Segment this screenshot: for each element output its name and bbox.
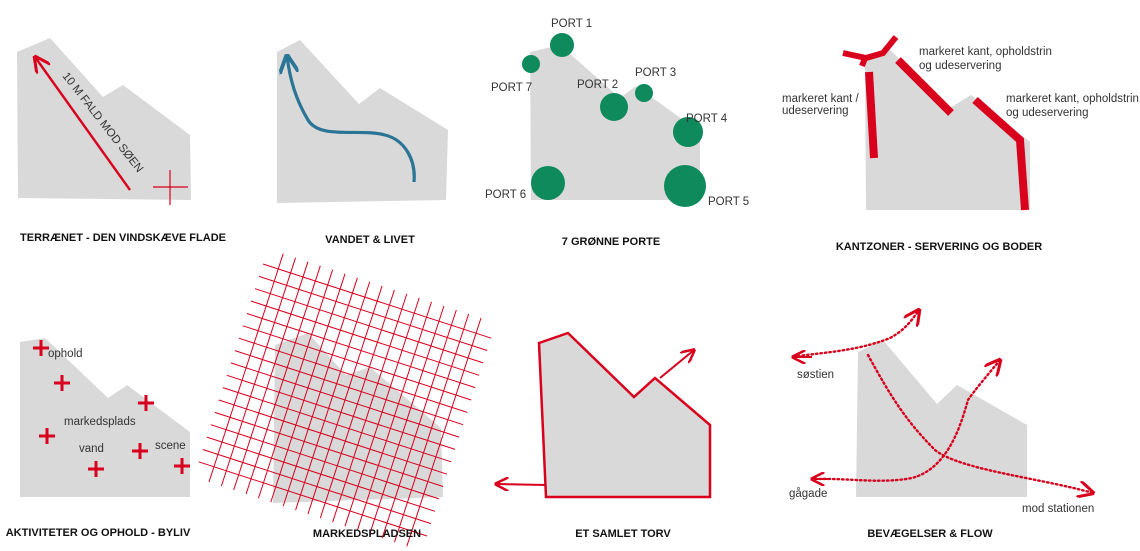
grid-line [369, 305, 445, 535]
grid-line [394, 313, 470, 543]
grid-line [210, 424, 440, 500]
ophold-label: ophold [48, 348, 83, 360]
port-6-label: PORT 6 [485, 189, 526, 201]
markedsplads-label: markedsplads [64, 416, 136, 428]
panel-edges: markeret kant / udeservering markeret ka… [782, 35, 1140, 253]
edge-left-label: markeret kant / udeservering [782, 93, 862, 117]
flow-path-sostien [796, 310, 919, 358]
activity-plus-marker [132, 443, 148, 459]
site-shape [277, 40, 448, 203]
grid-line [214, 411, 444, 487]
square-arrow-west [496, 484, 547, 485]
panel-caption: TERRÆNET - DEN VINDSKÆVE FLADE [20, 232, 226, 244]
panel-activities: ophold markedsplads vand scene AKTIVITET… [6, 338, 191, 539]
mod-stationen-label: mod stationen [1022, 503, 1094, 515]
panel-caption: ET SAMLET TORV [575, 528, 671, 540]
site-shape [865, 50, 1030, 210]
square-arrow-northeast [659, 350, 694, 379]
grid-line [218, 399, 448, 475]
activity-markers [33, 340, 190, 477]
flow-paths [796, 310, 1093, 493]
activity-plus-marker [88, 461, 104, 477]
site-shape [530, 45, 700, 200]
grid-line [381, 309, 457, 539]
panel-water: VANDET & LIVET [277, 40, 448, 246]
panel-flow: søstien gågade mod stationen BEVÆGELSER … [789, 310, 1094, 540]
activity-plus-marker [33, 340, 49, 356]
scene-label: scene [155, 440, 186, 452]
site-shape [17, 38, 191, 200]
port-7-label: PORT 7 [491, 82, 532, 94]
port-1-label: PORT 1 [551, 18, 592, 30]
port-2-gate [600, 93, 628, 121]
activity-plus-marker [138, 395, 154, 411]
gagade-label: gågade [789, 488, 827, 500]
grid-line [319, 289, 395, 519]
grid-line [332, 293, 408, 523]
entrance-y-marker [842, 35, 899, 62]
site-outline [537, 331, 712, 499]
edge-right-label: markeret kant, opholdstrin og udeserveri… [1006, 93, 1140, 119]
panel-terrain: 10 M FALD MOD SØEN TERRÆNET - DEN VINDSK… [17, 38, 226, 244]
port-5-gate [664, 165, 706, 207]
activity-plus-marker [174, 458, 190, 474]
port-6-gate [531, 166, 565, 200]
entrance-y-stem [859, 56, 868, 68]
vand-label: vand [79, 443, 104, 455]
flow-path-gagade [813, 360, 1000, 482]
panel-caption: VANDET & LIVET [325, 234, 415, 246]
slope-arrow [35, 57, 131, 191]
port-3-gate [635, 84, 653, 102]
edge-left [865, 71, 878, 159]
port-5-label: PORT 5 [708, 196, 749, 208]
panel-caption: KANTZONER - SERVERING OG BODER [836, 241, 1042, 253]
panel-caption: BEVÆGELSER & FLOW [867, 528, 993, 540]
water-stream-arrow [287, 56, 416, 183]
edge-top [895, 57, 954, 116]
grid-line [202, 449, 432, 525]
port-3-label: PORT 3 [635, 67, 676, 79]
panel-gates: PORT 1 PORT 2 PORT 3 PORT 4 PORT 5 PORT … [485, 18, 749, 248]
port-4-gate [673, 117, 703, 147]
panel-caption: AKTIVITETER OG OPHOLD - BYLIV [6, 527, 191, 539]
panel-caption: 7 GRØNNE PORTE [562, 236, 660, 248]
market-grid [198, 253, 492, 547]
grid-line [356, 301, 432, 531]
grid-line [406, 317, 482, 547]
port-7-gate [522, 55, 540, 73]
flow-path-station [866, 353, 1093, 493]
edge-right [972, 97, 1029, 211]
grid-line [230, 362, 460, 438]
port-1-gate [550, 33, 574, 57]
panel-market: MARKEDSPLADSEN [198, 253, 492, 547]
sostien-label: søstien [797, 369, 834, 381]
port-2-label: PORT 2 [577, 79, 618, 91]
activity-plus-marker [39, 428, 55, 444]
activity-plus-marker [54, 375, 70, 391]
port-4-label: PORT 4 [686, 113, 728, 125]
panel-caption: MARKEDSPLADSEN [313, 528, 421, 540]
panel-square: ET SAMLET TORV [496, 331, 712, 540]
site-shape [856, 340, 1027, 497]
edge-top-label: markeret kant, opholdstrin og udeserveri… [919, 46, 1055, 72]
grid-line [226, 374, 456, 450]
grid-line [198, 461, 428, 537]
grid-line [344, 297, 420, 527]
grid-line [206, 436, 436, 512]
grid-line [222, 387, 452, 463]
